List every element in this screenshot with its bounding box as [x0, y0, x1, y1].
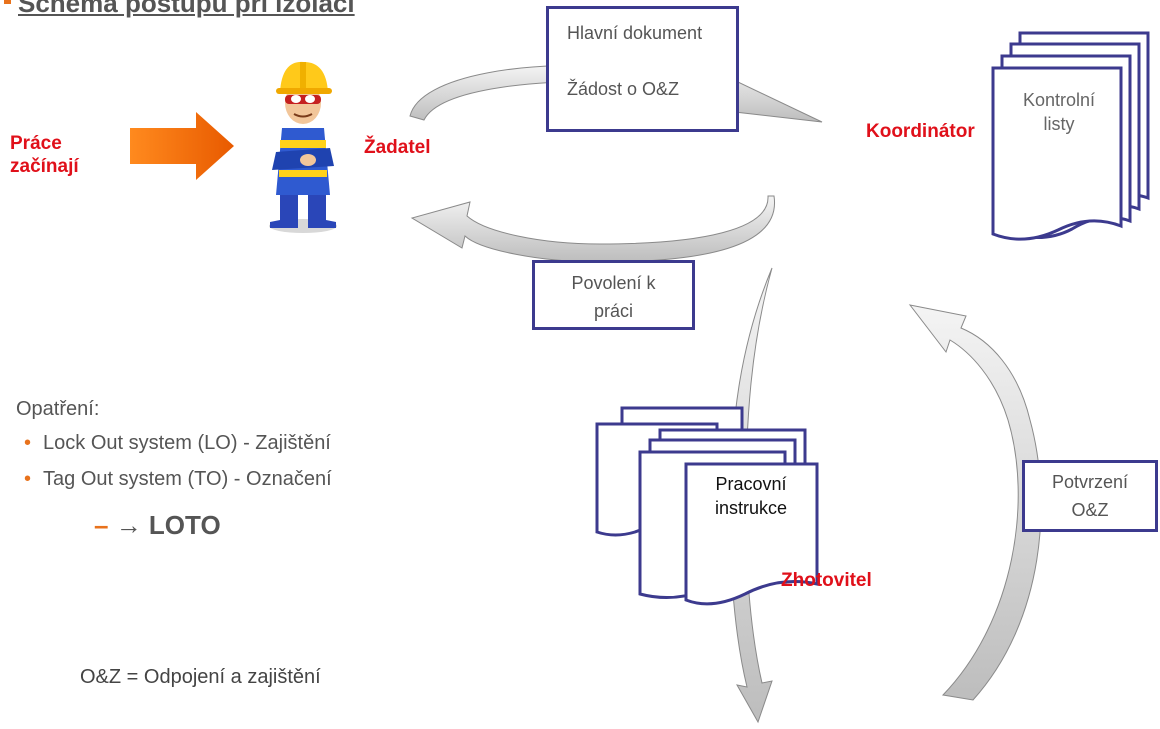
role-coordinator: Koordinátor [866, 121, 975, 142]
confirmation-flow-arrow [908, 304, 1042, 701]
loto-dash: – [94, 510, 109, 540]
work-instructions-stack [595, 406, 819, 606]
request-label: Žádost o O&Z [567, 79, 680, 99]
confirmation-label: Potvrzení O&Z [1051, 472, 1129, 520]
request-flow-arrow [409, 64, 823, 123]
page-title: Schéma postupu při izolaci [18, 0, 355, 18]
main-document-label: Hlavní dokument [567, 23, 703, 43]
measure-item-tagout-text: Tag Out system (TO) - Označení [43, 468, 332, 490]
role-requester: Žadatel [364, 137, 431, 158]
loto-line: – → LOTO [94, 510, 221, 541]
main-document-box: Hlavní dokument Žádost o O&Z [546, 6, 739, 132]
footnote: O&Z = Odpojení a zajištění [80, 666, 321, 688]
loto-text: → LOTO [115, 510, 221, 540]
work-permit-label: Povolení k práci [571, 273, 656, 321]
control-sheets-stack [991, 31, 1150, 241]
measure-item-lockout-text: Lock Out system (LO) - Zajištění [43, 432, 331, 454]
permit-flow-arrow [410, 195, 775, 263]
control-sheets-label: Kontrolní listy [1022, 90, 1096, 134]
start-label: Práce začínají [10, 133, 79, 177]
work-instructions-label: Pracovní instrukce [714, 474, 788, 518]
worker-figure [269, 61, 337, 233]
confirmation-box: Potvrzení O&Z [1022, 460, 1158, 532]
measures-heading: Opatření: [16, 398, 100, 420]
bullet: • [24, 468, 32, 490]
measure-item-tagout: • Tag Out system (TO) - Označení [24, 468, 332, 491]
start-arrow [130, 112, 234, 180]
bullet: • [24, 432, 32, 454]
work-permit-box: Povolení k práci [532, 260, 695, 330]
measure-item-lockout: • Lock Out system (LO) - Zajištění [24, 432, 331, 455]
role-contractor: Zhotovitel [781, 570, 872, 591]
